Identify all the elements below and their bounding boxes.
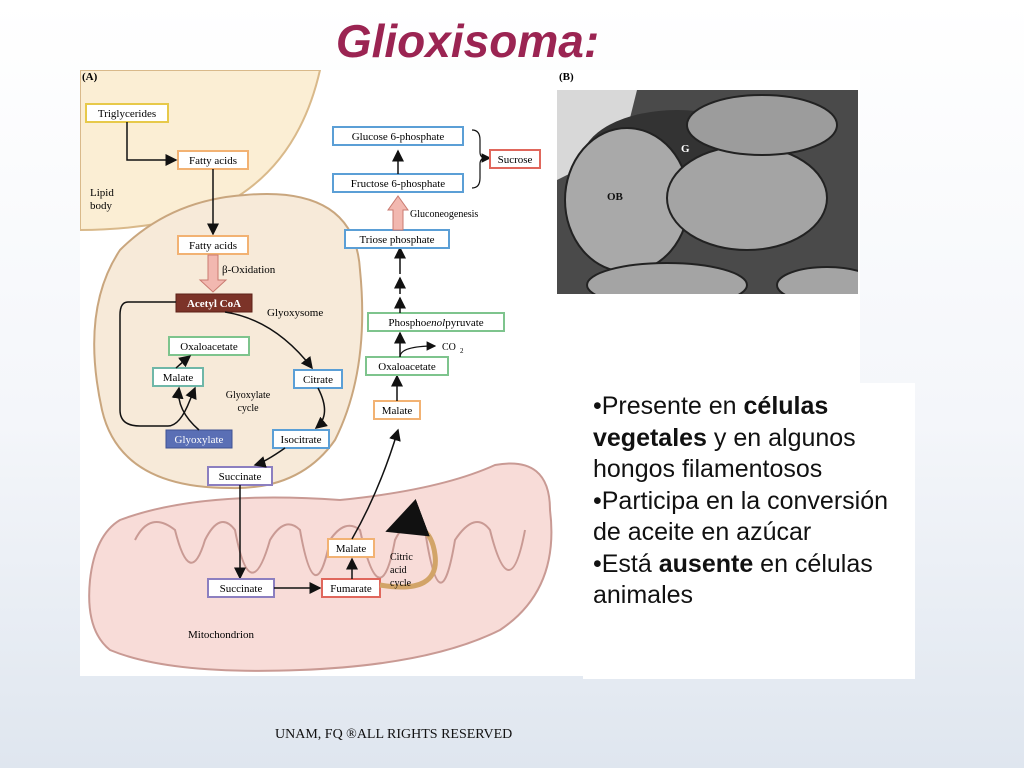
oxaloacetate-cytosol-label: Oxaloacetate bbox=[378, 361, 436, 373]
mitochondrion-organelle bbox=[88, 462, 553, 672]
micrograph-g-label: G bbox=[681, 143, 690, 155]
glyoxysome-pathway-diagram: (A) Triglycerides Fatty acids Lipid body… bbox=[80, 70, 574, 672]
electron-micrograph: G OB bbox=[557, 90, 858, 294]
citric-acid-cycle-label-2: acid bbox=[390, 565, 407, 576]
glyoxylate-cycle-label-2: cycle bbox=[237, 403, 259, 414]
bullet-3: •Está ausente en células animales bbox=[593, 549, 873, 610]
fumarate-label: Fumarate bbox=[330, 583, 372, 595]
triose-phosphate-label: Triose phosphate bbox=[359, 234, 434, 246]
panel-a-label: (A) bbox=[82, 71, 98, 83]
co2-subscript: 2 bbox=[460, 347, 464, 355]
fructose-6p-label: Fructose 6-phosphate bbox=[351, 178, 446, 190]
micrograph-ob-label: OB bbox=[607, 191, 624, 203]
cristae bbox=[134, 521, 526, 584]
triglycerides-label: Triglycerides bbox=[98, 108, 156, 120]
fatty-acids-lipid-label: Fatty acids bbox=[189, 155, 237, 167]
sucrose-label: Sucrose bbox=[498, 154, 533, 166]
malate-mito-label: Malate bbox=[336, 543, 367, 555]
pep-label: Phosphoenolpyruvate bbox=[388, 317, 483, 329]
citrate-label: Citrate bbox=[303, 374, 333, 386]
fatty-acids-glyoxysome-label: Fatty acids bbox=[189, 240, 237, 252]
citric-acid-cycle-label-1: Citric bbox=[390, 552, 413, 563]
glyoxysome-label: Glyoxysome bbox=[267, 307, 323, 319]
bullet-list: •Presente en células vegetales y en algu… bbox=[583, 383, 915, 679]
oxaloacetate-glyoxysome-label: Oxaloacetate bbox=[180, 341, 238, 353]
succinate-glyoxysome-label: Succinate bbox=[219, 471, 262, 483]
co2-label: CO bbox=[442, 342, 456, 353]
glyoxylate-cycle-label-1: Glyoxylate bbox=[226, 390, 271, 401]
glyoxylate-label: Glyoxylate bbox=[175, 434, 224, 446]
bullet-2: •Participa en la conversión de aceite en… bbox=[593, 486, 889, 547]
bullet-1: •Presente en células vegetales y en algu… bbox=[593, 392, 856, 483]
acetyl-coa-label: Acetyl CoA bbox=[187, 298, 241, 310]
lipid-body-label-1: Lipid bbox=[90, 187, 114, 199]
malate-glyoxysome-label: Malate bbox=[163, 372, 194, 384]
mitochondrion-label: Mitochondrion bbox=[188, 629, 254, 641]
copyright-footer: UNAM, FQ ®ALL RIGHTS RESERVED bbox=[275, 727, 513, 742]
slide-title: Glioxisoma: bbox=[335, 15, 600, 67]
isocitrate-label: Isocitrate bbox=[281, 434, 322, 446]
gluconeogenesis-label: Gluconeogenesis bbox=[410, 209, 478, 220]
beta-oxidation-label: β-Oxidation bbox=[222, 264, 276, 276]
glucose-6p-label: Glucose 6-phosphate bbox=[352, 131, 445, 143]
succinate-mito-label: Succinate bbox=[220, 583, 263, 595]
citric-acid-cycle-label-3: cycle bbox=[390, 578, 412, 589]
panel-b-label: (B) bbox=[559, 71, 574, 83]
lipid-body-label-2: body bbox=[90, 200, 113, 212]
malate-cytosol-label: Malate bbox=[382, 405, 413, 417]
